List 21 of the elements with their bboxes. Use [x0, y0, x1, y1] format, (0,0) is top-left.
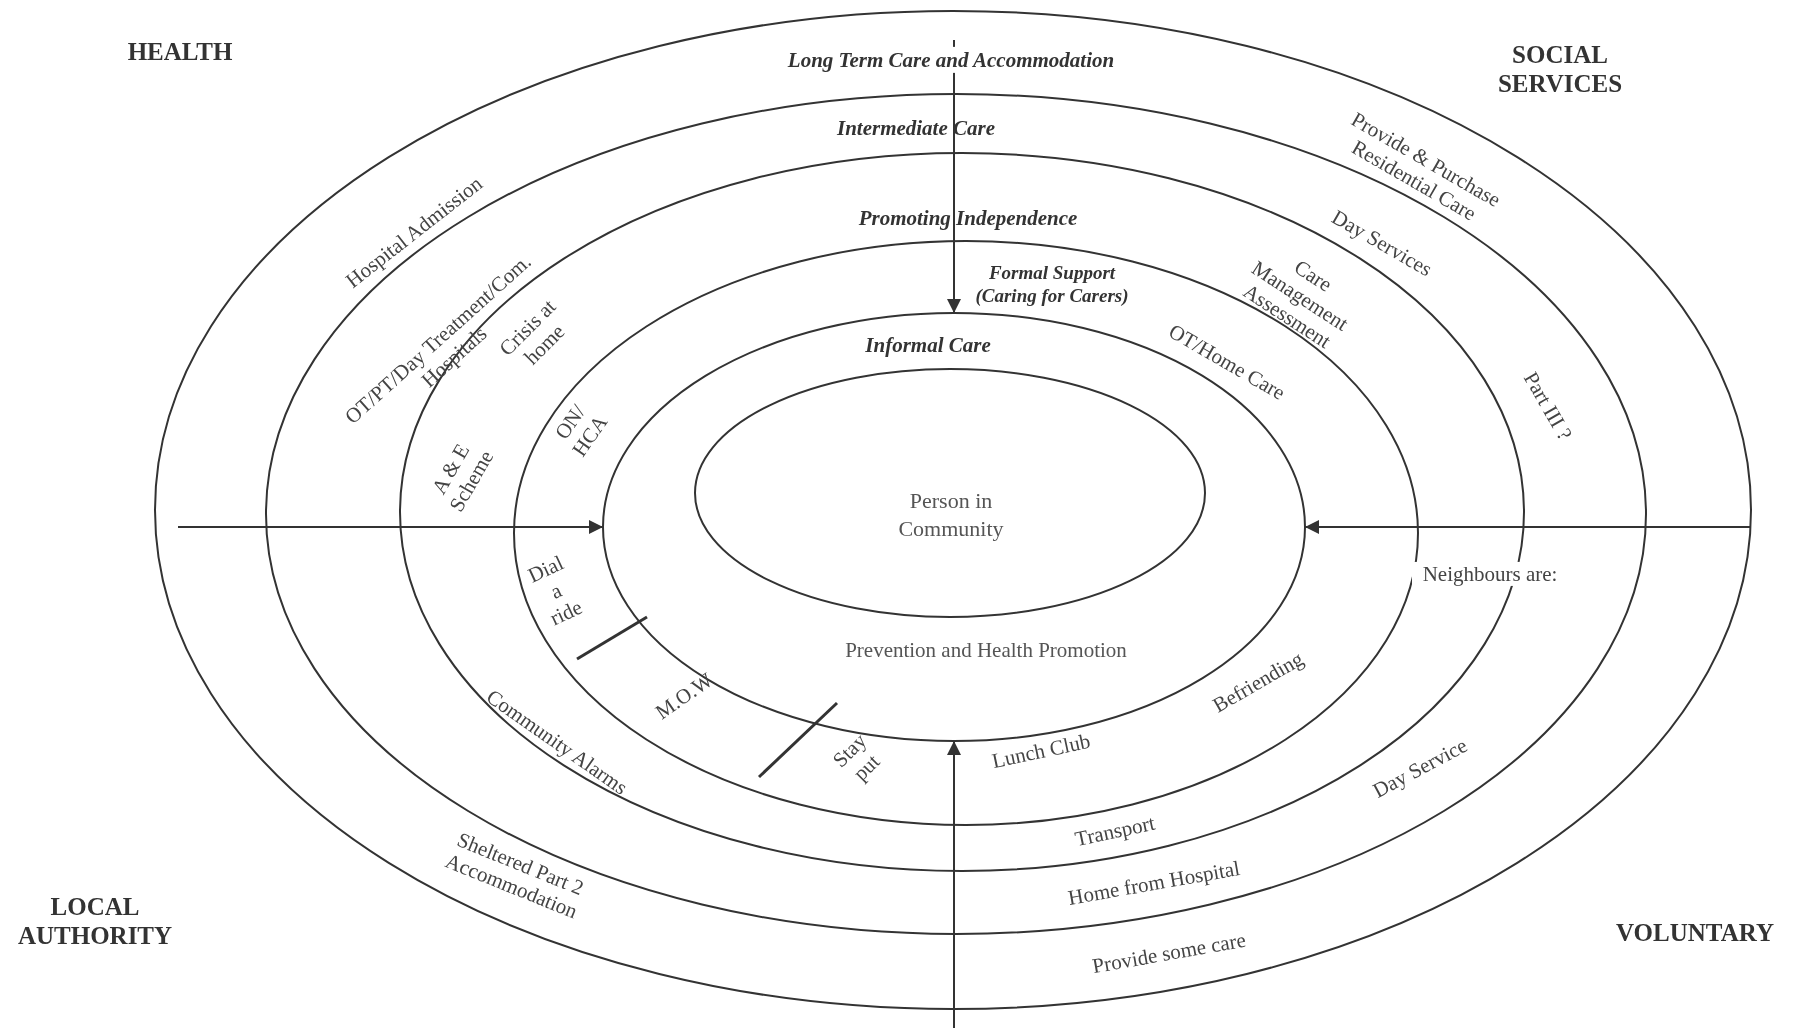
ring-title: Informal Care [864, 331, 992, 359]
sector-heading: LOCAL AUTHORITY [16, 893, 174, 951]
ring-title: Intermediate Care [835, 114, 997, 142]
sector-heading: HEALTH [126, 37, 234, 67]
arrow [947, 39, 961, 314]
ring-caption: Prevention and Health Promotion [844, 636, 1128, 664]
service-label: Home from Hospital [1065, 855, 1243, 912]
sector-heading: SOCIAL SERVICES [1496, 41, 1624, 99]
arrow [177, 520, 604, 534]
service-label: Dial a ride [523, 549, 588, 633]
arrow [1304, 520, 1751, 534]
center-label: Person in Community [897, 486, 1005, 542]
service-label: Transport [1071, 809, 1159, 854]
ring-title: Promoting Independence [857, 204, 1079, 232]
sector-heading: VOLUNTARY [1615, 918, 1775, 948]
service-label: Stay put [826, 727, 886, 788]
service-label: Lunch Club [988, 727, 1094, 776]
ring-title: Formal Support (Caring for Carers) [974, 262, 1130, 308]
service-label: Provide some care [1089, 926, 1249, 981]
service-label: Part III ? [1518, 366, 1579, 447]
arrow [947, 740, 961, 1029]
